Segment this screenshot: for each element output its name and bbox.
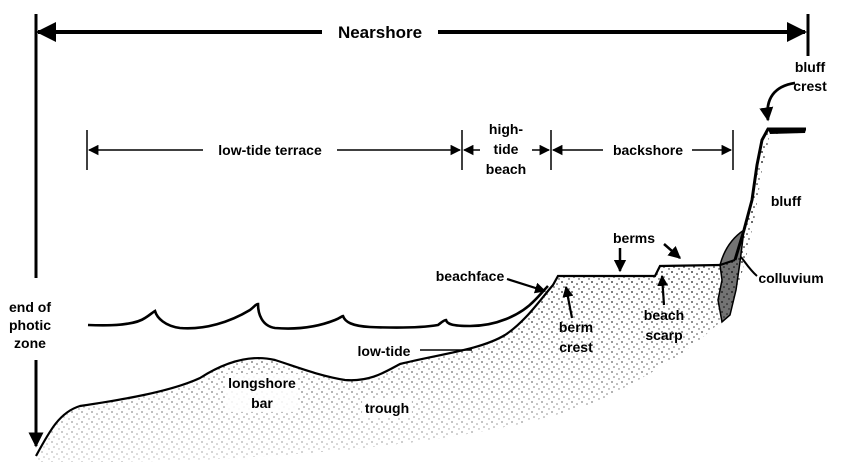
high-tide-beach-label-1: high-: [489, 121, 524, 137]
berms-label: berms: [613, 230, 655, 246]
bluff-crest-label-1: bluff: [795, 59, 826, 75]
low-tide-terrace-label: low-tide terrace: [218, 142, 322, 158]
beachface-label: beachface: [436, 268, 505, 284]
bluff-crest-label-2: crest: [793, 78, 827, 94]
water-surface: [88, 286, 548, 329]
high-tide-beach-label-3: beach: [486, 161, 526, 177]
ground-fade: [36, 260, 735, 462]
beach-scarp-label-1: beach: [644, 307, 684, 323]
end-of-photic-zone-label-2: photic: [9, 317, 51, 333]
bluff-label: bluff: [771, 193, 802, 209]
berm-crest-label-1: berm: [559, 319, 593, 335]
berm-crest-label-2: crest: [559, 339, 593, 355]
backshore-label-bg: [604, 140, 692, 160]
high-tide-beach-label-2: tide: [494, 141, 519, 157]
bluff-crest-edge: [768, 129, 806, 134]
beachface-arrow: [507, 279, 545, 291]
low-tide-label: low-tide: [358, 343, 411, 359]
longshore-bar-label-1: longshore: [228, 375, 296, 391]
longshore-bar-label-2: bar: [251, 395, 273, 411]
nearshore-label: Nearshore: [338, 23, 422, 42]
beach-scarp-label-2: scarp: [645, 327, 682, 343]
colluvium-label: colluvium: [758, 270, 823, 286]
berms-arrow-right: [664, 244, 680, 258]
bluff-crest-arrow: [767, 83, 795, 120]
end-of-photic-zone-label-1: end of: [9, 299, 51, 315]
trough-label: trough: [365, 400, 409, 416]
end-of-photic-zone-label-3: zone: [14, 335, 46, 351]
